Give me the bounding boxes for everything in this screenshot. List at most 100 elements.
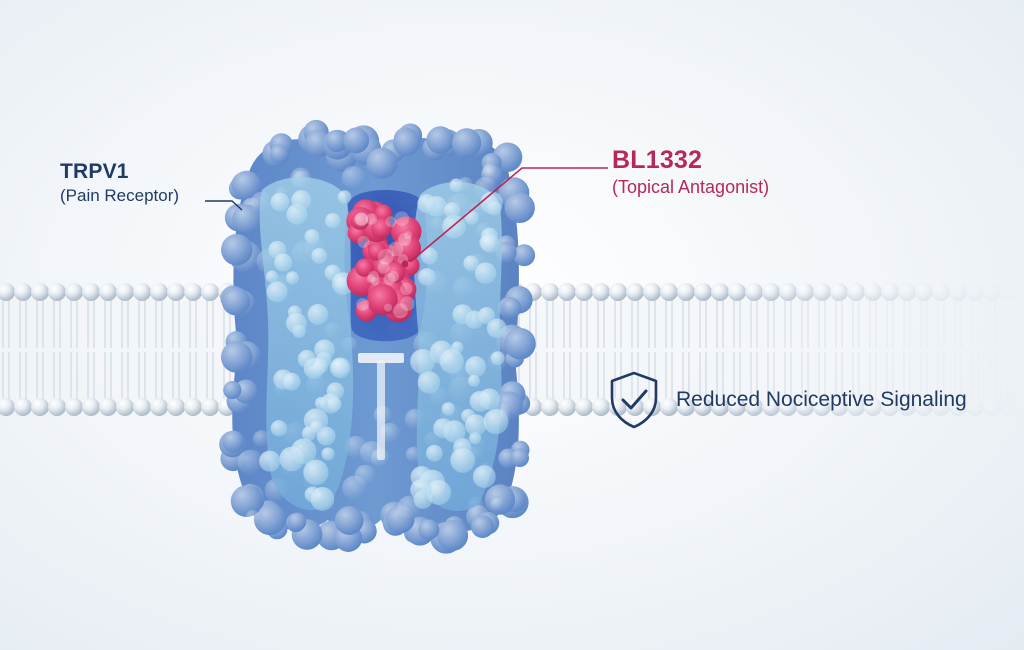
bl1332-atom-highlight: [377, 248, 394, 265]
bl1332-atom-highlight: [394, 211, 410, 227]
lipid-head: [0, 398, 15, 416]
lipid-head: [813, 283, 831, 301]
trpv1-label: TRPV1 (Pain Receptor): [60, 160, 179, 206]
helix-bead-highlight: [478, 307, 496, 325]
lipid-head: [796, 283, 814, 301]
helix-bead-highlight: [480, 191, 503, 215]
bl1332-leader-dot: [401, 260, 409, 268]
protein-bead-highlight: [221, 234, 253, 266]
shield-check-icon: [610, 371, 658, 429]
helix-bead-highlight: [465, 356, 487, 378]
lipid-head: [796, 398, 814, 416]
bl1332-atom: [355, 258, 374, 277]
protein-bead-highlight: [221, 287, 250, 316]
lipid-head: [762, 283, 780, 301]
protein-bead-highlight: [452, 128, 482, 158]
bl1332-atom-highlight: [355, 212, 369, 226]
protein-bead-highlight: [504, 327, 536, 360]
lipid-head: [983, 283, 1001, 301]
protein-bead-highlight: [437, 520, 469, 551]
lipid-head: [626, 283, 644, 301]
lipid-head: [201, 283, 219, 301]
lipid-head: [31, 283, 49, 301]
lipid-head: [558, 398, 576, 416]
lipid-head: [184, 398, 202, 416]
bl1332-atom: [384, 262, 406, 284]
helix-bead-highlight: [270, 420, 288, 437]
helix-bead-highlight: [463, 255, 479, 271]
protein-bead-highlight: [490, 497, 504, 511]
bl1332-atom: [374, 204, 393, 223]
lipid-head: [167, 283, 185, 301]
helix-bead-highlight: [265, 270, 279, 283]
helix-bead-highlight: [417, 194, 437, 214]
bl1332-atom-highlight: [404, 231, 413, 240]
lipid-head: [728, 283, 746, 301]
helix-bead-highlight: [337, 190, 352, 204]
protein-bead-highlight: [501, 298, 522, 318]
lipid-head: [609, 283, 627, 301]
lipid-head: [677, 398, 695, 416]
protein-bead-highlight: [325, 129, 348, 153]
helix-bead-highlight: [472, 465, 496, 488]
bl1332-atom-highlight: [400, 296, 415, 311]
bl1332-atom-highlight: [383, 303, 393, 312]
bl1332-molecule: [346, 199, 422, 323]
bl1332-atom-highlight: [388, 241, 404, 257]
helix-bead-highlight: [325, 213, 341, 229]
lipid-head: [830, 283, 848, 301]
protein-bead-highlight: [269, 144, 289, 164]
bl1332-atom-highlight: [370, 276, 380, 286]
bl1332-description: (Topical Antagonist): [612, 177, 770, 197]
lipid-head: [881, 283, 899, 301]
protein-bead-highlight: [245, 510, 261, 526]
protein-bead-highlight: [342, 475, 367, 501]
lipid-head: [728, 398, 746, 416]
protein-bead-highlight: [232, 170, 261, 200]
lipid-head: [82, 398, 100, 416]
helix-bead-highlight: [307, 304, 329, 325]
bl1332-atom-highlight: [385, 216, 397, 228]
protein-bead-highlight: [220, 341, 253, 373]
helix-bead-highlight: [474, 262, 497, 284]
lipid-head: [48, 283, 66, 301]
protein-bead-highlight: [504, 192, 535, 224]
lipid-head: [847, 398, 865, 416]
lipid-head: [14, 283, 32, 301]
lipid-head: [711, 283, 729, 301]
helix-bead-highlight: [310, 486, 335, 511]
outcome-text: Reduced Nociceptive Signaling: [676, 388, 967, 411]
lipid-head: [558, 283, 576, 301]
bl1332-atom: [371, 217, 392, 239]
lipid-head: [949, 398, 967, 416]
protein-bead-highlight: [482, 163, 497, 178]
lipid-head: [881, 398, 899, 416]
helix-bead-highlight: [441, 402, 455, 416]
protein-bead-highlight: [393, 129, 420, 156]
protein-bead-highlight: [253, 503, 286, 536]
protein-bead-highlight: [510, 448, 530, 468]
bl1332-atom-highlight: [377, 261, 390, 274]
lipid-head: [762, 398, 780, 416]
bl1332-atom-highlight: [398, 233, 412, 246]
helix-bead-highlight: [321, 447, 335, 461]
helix-bead-highlight: [304, 229, 320, 245]
protein-bead-highlight: [341, 166, 365, 190]
lipid-head: [745, 283, 763, 301]
lipid-head: [167, 398, 185, 416]
lipid-head: [14, 398, 32, 416]
helix-bead-highlight: [465, 414, 487, 436]
protein-bead-highlight: [513, 244, 536, 267]
helix-bead-highlight: [426, 479, 452, 505]
protein-bead-highlight: [366, 147, 398, 179]
helix-bead-highlight: [449, 178, 464, 193]
lipid-head: [966, 398, 984, 416]
bl1332-atom: [367, 242, 387, 261]
helix-bead-highlight: [309, 420, 323, 433]
bl1332-atom: [367, 284, 398, 315]
bl1332-atom-highlight: [365, 213, 378, 225]
bl1332-atom-highlight: [356, 297, 370, 311]
helix-bead-highlight: [467, 374, 481, 387]
helix-bead-highlight: [314, 396, 328, 410]
bl1332-atom: [393, 234, 422, 262]
